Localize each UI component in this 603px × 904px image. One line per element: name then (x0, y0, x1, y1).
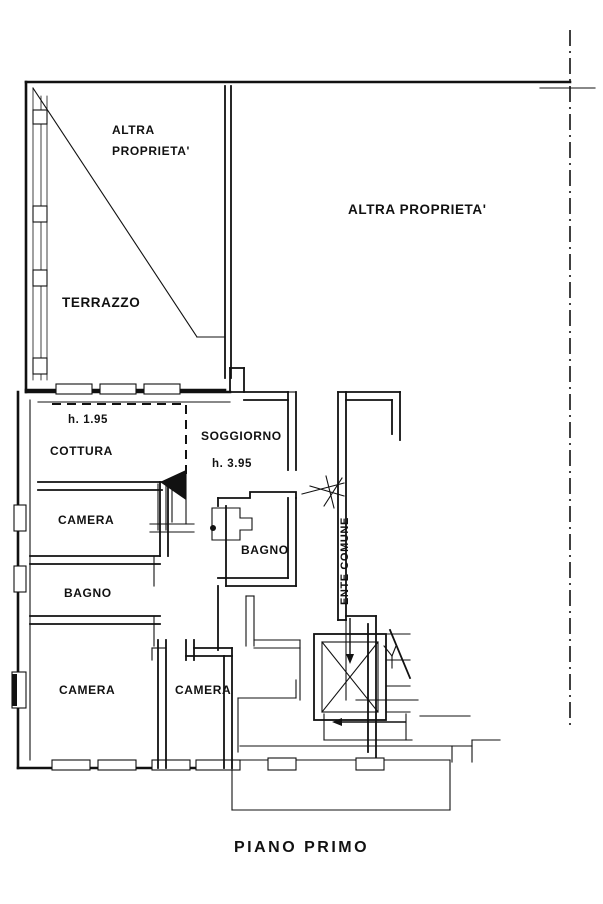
label-cottura-height: h. 1.95 (68, 414, 108, 426)
lower-right-walls (237, 679, 297, 753)
plan-caption: PIANO PRIMO (234, 839, 369, 856)
sloped-ceiling-dashed-marker (52, 403, 187, 478)
terrace-diagonal-edge (32, 87, 226, 338)
staircase (323, 619, 419, 741)
label-altra-proprieta-top-left-line2: PROPRIETA' (112, 144, 190, 158)
label-camera-bottom-left: CAMERA (59, 683, 115, 697)
terrace-railing (32, 87, 48, 381)
label-camera-upper-left: CAMERA (58, 513, 114, 527)
label-bagno-center: BAGNO (241, 543, 289, 557)
label-soggiorno-height: h. 3.95 (212, 458, 252, 470)
window-openings-left (11, 504, 27, 709)
interior-walls-left-wing (29, 481, 169, 769)
label-cottura: COTTURA (50, 444, 113, 458)
door-swing-soggiorno (149, 467, 195, 533)
label-camera-bottom-center: CAMERA (175, 683, 231, 697)
label-ente-comune: ENTE COMUNE (339, 517, 351, 605)
ente-comune-corridor (337, 391, 401, 761)
balcony-bottom (231, 715, 501, 811)
label-soggiorno: SOGGIORNO (201, 429, 282, 443)
bagno-center-walls (210, 491, 301, 701)
label-bagno-left: BAGNO (64, 586, 112, 600)
property-boundary-right (539, 30, 596, 730)
window-openings-top (55, 383, 181, 395)
soggiorno-walls (149, 367, 297, 769)
window-openings-bottom (51, 759, 241, 771)
upper-block-outline (24, 80, 572, 394)
label-terrazzo: TERRAZZO (62, 295, 140, 310)
entry-marker-icon (301, 475, 345, 509)
label-altra-proprieta-right: ALTRA PROPRIETA' (348, 202, 487, 217)
label-altra-proprieta-top-left-line1: ALTRA (112, 123, 155, 137)
